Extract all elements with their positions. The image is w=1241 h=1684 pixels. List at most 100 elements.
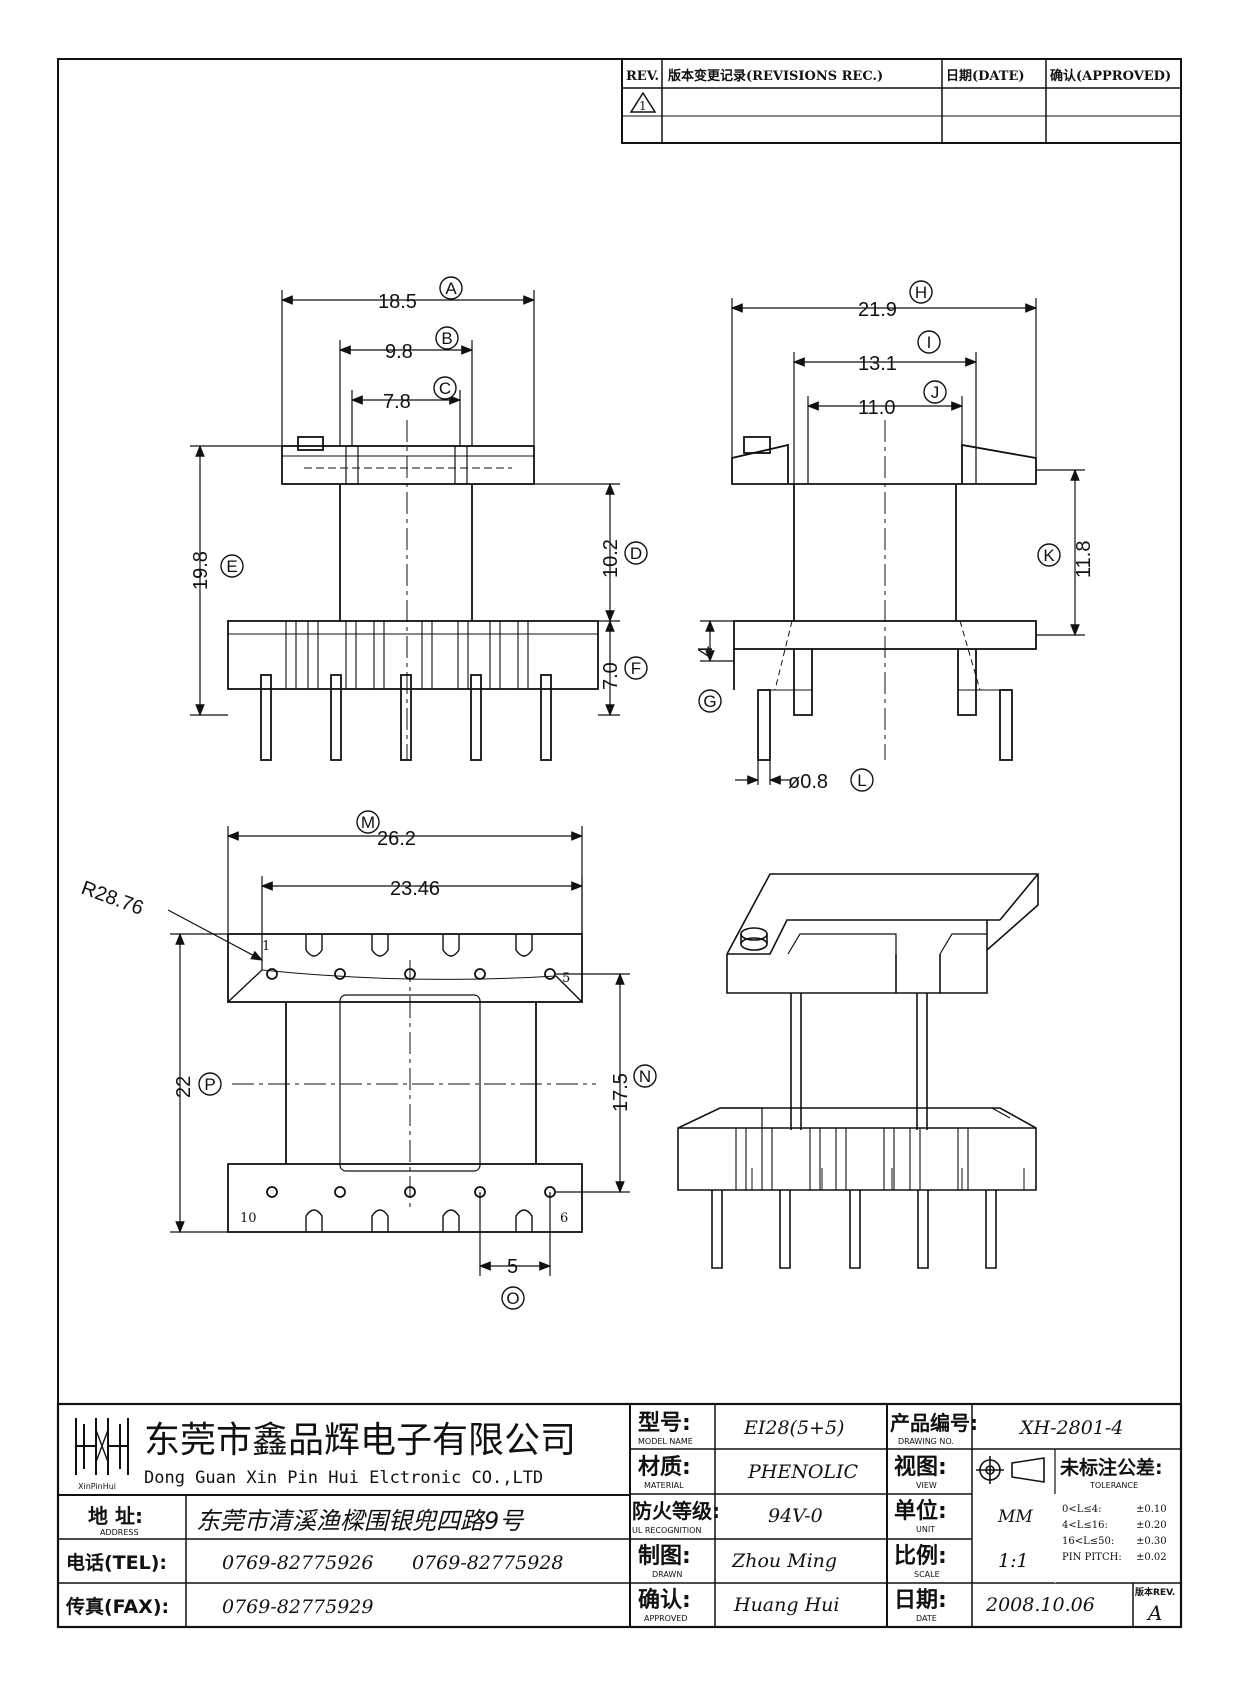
dim-a-value: 18.5 xyxy=(378,291,417,313)
version-value: A xyxy=(1146,1601,1162,1625)
drawing-no-label-en: DRAWING NO. xyxy=(898,1437,954,1446)
side-view-dimension-labels: 21.9 H 13.1 I 11.0 J 11.8 K 4 G ø0.8 L xyxy=(695,280,1095,793)
pin-label-1: 1 xyxy=(262,939,270,954)
dim-o-value: 5 xyxy=(507,1256,518,1278)
company-logo xyxy=(75,1418,129,1475)
approved-label: 确认: xyxy=(638,1587,691,1613)
material-label: 材质: xyxy=(638,1455,691,1480)
material-label-en: MATERIAL xyxy=(644,1481,684,1490)
dim-i-letter: I xyxy=(927,333,932,352)
tel-value-2: 0769-82775928 xyxy=(412,1552,563,1574)
model-label: 型号: xyxy=(638,1411,691,1436)
ul-value: 94V-0 xyxy=(768,1505,823,1527)
dim-b-letter: B xyxy=(441,329,452,348)
drawn-label: 制图: xyxy=(638,1544,691,1569)
version-label: 版本REV. xyxy=(1134,1586,1175,1598)
dim-f-value: 7.0 xyxy=(600,662,622,690)
ul-label-en: UL RECOGNITION xyxy=(632,1526,701,1535)
tol-range-2: 16<L≤50: xyxy=(1062,1536,1114,1547)
projection-symbol-icon xyxy=(976,1456,1045,1484)
scale-label: 比例: xyxy=(894,1544,947,1569)
dim-i-value: 13.1 xyxy=(858,353,897,375)
plan-view xyxy=(227,933,596,1233)
tol-value-1: ±0.20 xyxy=(1136,1520,1167,1531)
dim-b-value: 9.8 xyxy=(385,341,413,363)
revision-mark: 1 xyxy=(639,99,647,113)
dim-g-letter: G xyxy=(703,692,716,711)
rev-approved-col-header: 确认(APPROVED) xyxy=(1050,68,1171,84)
drawn-label-en: DRAWN xyxy=(652,1570,682,1579)
approved-label-en: APPROVED xyxy=(644,1614,688,1623)
view-label-en: VIEW xyxy=(916,1481,937,1490)
dim-radius-value: R28.76 xyxy=(78,877,146,920)
dim-p-value: 22 xyxy=(173,1076,195,1098)
dim-j-value: 11.0 xyxy=(858,397,895,419)
unit-label: 单位: xyxy=(894,1498,947,1524)
title-block xyxy=(56,1402,1183,1629)
dim-p-letter: P xyxy=(204,1075,215,1094)
tel-label: 电话(TEL): xyxy=(66,1551,167,1574)
title-block-text: 东莞市鑫品辉电子有限公司 Dong Guan Xin Pin Hui Elctr… xyxy=(65,1411,1175,1625)
dim-g-value: 4 xyxy=(695,646,717,657)
date-label-en: DATE xyxy=(916,1614,937,1623)
scale-value: 1:1 xyxy=(998,1550,1029,1572)
revision-table: REV. 版本变更记录(REVISIONS REC.) 日期(DATE) 确认(… xyxy=(621,58,1182,144)
dim-l-value: ø0.8 xyxy=(788,771,828,793)
tel-value-1: 0769-82775926 xyxy=(222,1552,373,1574)
date-value: 2008.10.06 xyxy=(985,1594,1095,1616)
isometric-view xyxy=(677,873,1039,1269)
dim-n-value: 17.5 xyxy=(610,1073,632,1112)
tol-value-0: ±0.10 xyxy=(1136,1504,1167,1515)
tol-value-3: ±0.02 xyxy=(1136,1552,1167,1563)
dim-c-value: 7.8 xyxy=(383,391,411,413)
side-view-dimensions xyxy=(700,298,1085,785)
date-label: 日期: xyxy=(894,1588,947,1613)
dim-j-letter: J xyxy=(931,383,940,402)
dim-c-letter: C xyxy=(439,379,451,398)
tolerance-title: 未标注公差: xyxy=(1059,1456,1163,1479)
tolerance-title-en: TOLERANCE xyxy=(1089,1481,1138,1490)
front-view-dimensions xyxy=(190,290,620,717)
dim-o-letter: O xyxy=(506,1289,519,1308)
revision-triangle-icon xyxy=(629,91,657,113)
unit-value: MM xyxy=(997,1507,1033,1527)
company-name-cn: 东莞市鑫品辉电子有限公司 xyxy=(144,1420,576,1461)
tol-range-0: 0<L≤4: xyxy=(1062,1504,1102,1515)
pin-label-6: 6 xyxy=(560,1211,568,1226)
drawn-value: Zhou Ming xyxy=(731,1550,837,1572)
drawing-no-value: XH-2801-4 xyxy=(1018,1417,1123,1439)
dim-a-letter: A xyxy=(445,279,457,298)
dim-inner-width-value: 23.46 xyxy=(390,878,440,900)
view-label: 视图: xyxy=(894,1454,947,1480)
drawing-no-label: 产品编号: xyxy=(890,1411,978,1435)
side-view xyxy=(731,420,1037,761)
dim-m-value: 26.2 xyxy=(377,828,416,850)
tol-range-1: 4<L≤16: xyxy=(1062,1520,1108,1531)
unit-label-en: UNIT xyxy=(916,1525,935,1534)
dim-e-value: 19.8 xyxy=(190,551,212,590)
scale-label-en: SCALE xyxy=(914,1570,940,1579)
dim-m-letter: M xyxy=(361,813,375,832)
ul-label: 防火等级: xyxy=(632,1499,720,1523)
dim-e-letter: E xyxy=(226,557,237,576)
dim-d-letter: D xyxy=(630,544,642,563)
dim-k-value: 11.8 xyxy=(1073,541,1095,578)
address-value: 东莞市清溪渔樑围银兜四路9号 xyxy=(196,1507,525,1535)
rev-col-header: REV. xyxy=(626,69,659,84)
pin-label-5: 5 xyxy=(562,971,570,986)
dim-k-letter: K xyxy=(1043,546,1055,565)
front-view-dimension-labels: 18.5 A 9.8 B 7.8 C 19.8 E 10.2 D 7.0 F xyxy=(190,276,648,690)
dim-l-letter: L xyxy=(857,771,866,790)
dim-n-letter: N xyxy=(639,1067,651,1086)
sheet-border xyxy=(57,58,1182,1628)
dim-f-letter: F xyxy=(631,659,641,678)
dim-h-value: 21.9 xyxy=(858,299,897,321)
logo-text: XinPinHui xyxy=(78,1482,116,1491)
front-view xyxy=(227,420,599,761)
rev-record-col-header: 版本变更记录(REVISIONS REC.) xyxy=(668,68,883,84)
material-value: PHENOLIC xyxy=(747,1461,859,1483)
address-label-en: ADDRESS xyxy=(100,1528,139,1537)
fax-value: 0769-82775929 xyxy=(222,1596,373,1618)
approved-value: Huang Hui xyxy=(733,1594,839,1616)
